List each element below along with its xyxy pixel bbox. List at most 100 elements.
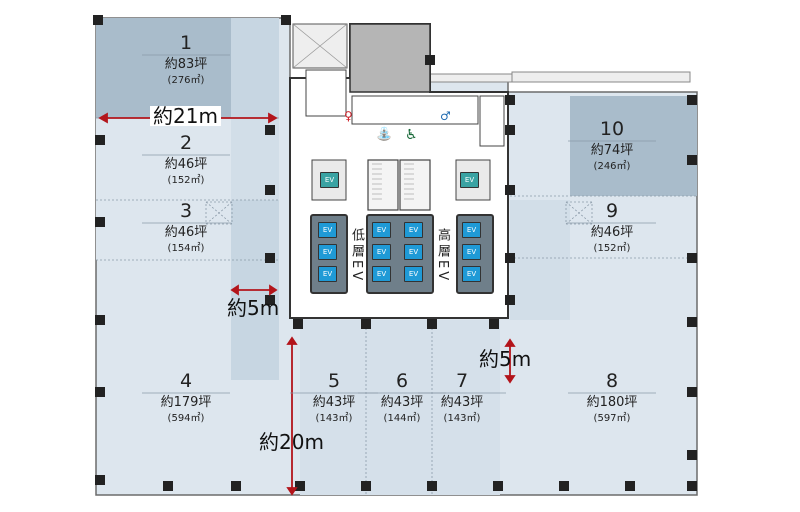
room-1-area: 約83坪 <box>164 57 208 72</box>
column <box>265 253 275 263</box>
wheelchair-icon: ♿ <box>405 127 418 143</box>
room-2-sqm: (152㎡) <box>167 175 205 186</box>
zone-room-1-side <box>231 18 279 118</box>
room-5-number: 5 <box>327 370 341 392</box>
room-9-number: 9 <box>605 200 619 222</box>
room-3-sqm: (154㎡) <box>167 243 205 254</box>
column <box>687 317 697 327</box>
low-ev-label: 低層EV <box>349 228 364 284</box>
stair-core-left <box>367 159 399 211</box>
column <box>163 481 173 491</box>
void-marker-left <box>205 201 233 225</box>
room-8-number: 8 <box>605 370 619 392</box>
room-2-number: 2 <box>179 132 193 154</box>
dimension-arrows <box>98 112 516 496</box>
restroom-block-right <box>479 95 505 147</box>
restroom-female-icon: ♀ <box>344 109 353 123</box>
column <box>427 319 437 329</box>
room-10-sqm: (246㎡) <box>593 161 631 172</box>
room-6-sqm: (144㎡) <box>383 413 421 424</box>
stair-core-right <box>399 159 431 211</box>
stair-treads <box>372 163 414 200</box>
column <box>505 185 515 195</box>
roof-strip <box>511 71 691 83</box>
room-9-sqm: (152㎡) <box>593 243 631 254</box>
dim-width-top: 約21m <box>150 106 221 126</box>
column <box>687 387 697 397</box>
room-3-number: 3 <box>179 200 193 222</box>
elevator-4: EV <box>318 244 337 260</box>
room-3-area: 約46坪 <box>164 225 208 240</box>
column <box>95 475 105 485</box>
room-4-area: 約179坪 <box>160 395 212 410</box>
column <box>559 481 569 491</box>
elevator-9: EV <box>404 222 423 238</box>
structural-columns <box>93 15 697 491</box>
room-8-area: 約180坪 <box>586 395 638 410</box>
column <box>281 15 291 25</box>
zone-room-10 <box>570 96 697 196</box>
column <box>489 319 499 329</box>
elevator-14: EV <box>462 266 481 282</box>
elevator-7: EV <box>372 244 391 260</box>
elevator-5: EV <box>318 266 337 282</box>
column <box>687 450 697 460</box>
room-8-sqm: (597㎡) <box>593 413 631 424</box>
room-7-area: 約43坪 <box>440 395 484 410</box>
elevator-6: EV <box>372 222 391 238</box>
room-4-number: 4 <box>179 370 193 392</box>
room-5-area: 約43坪 <box>312 395 356 410</box>
elevator-13: EV <box>462 244 481 260</box>
room-6-number: 6 <box>395 370 409 392</box>
restroom-male-icon: ♂ <box>440 109 451 123</box>
column <box>505 95 515 105</box>
column <box>687 253 697 263</box>
column <box>95 315 105 325</box>
elevator-8: EV <box>372 266 391 282</box>
column <box>95 387 105 397</box>
column <box>265 295 275 305</box>
column <box>231 481 241 491</box>
elevator-3: EV <box>318 222 337 238</box>
column <box>427 481 437 491</box>
room-7-number: 7 <box>455 370 469 392</box>
elevator-10: EV <box>404 244 423 260</box>
dim-gap-left: 約5m <box>227 296 280 320</box>
shower-icon: ⛲ <box>376 127 393 142</box>
room-7-sqm: (143㎡) <box>443 413 481 424</box>
column <box>95 135 105 145</box>
column <box>293 319 303 329</box>
column <box>687 481 697 491</box>
column <box>95 217 105 227</box>
column <box>687 155 697 165</box>
column <box>505 125 515 135</box>
column <box>505 253 515 263</box>
elevator-12: EV <box>462 222 481 238</box>
room-5-sqm: (143㎡) <box>315 413 353 424</box>
column <box>493 481 503 491</box>
restroom-block-left <box>305 69 347 117</box>
roof-strip-2 <box>429 73 513 83</box>
column <box>687 95 697 105</box>
column <box>93 15 103 25</box>
void-marker-right <box>565 201 593 225</box>
zone-room-5-7 <box>300 320 500 495</box>
column <box>505 295 515 305</box>
core-service-block <box>349 23 431 93</box>
column <box>625 481 635 491</box>
zone-room-9-side <box>510 200 570 320</box>
stair-hatch-b <box>292 23 348 69</box>
room-10-area: 約74坪 <box>590 143 634 158</box>
room-1-number: 1 <box>179 32 193 54</box>
column <box>265 125 275 135</box>
room-9-area: 約46坪 <box>590 225 634 240</box>
room-1-sqm: (276㎡) <box>167 75 205 86</box>
column <box>295 481 305 491</box>
column <box>425 55 435 65</box>
room-10-number: 10 <box>599 118 625 140</box>
room-4-sqm: (594㎡) <box>167 413 205 424</box>
elevator-11: EV <box>404 266 423 282</box>
elevator-1: EV <box>320 172 339 188</box>
room-2-area: 約46坪 <box>164 157 208 172</box>
